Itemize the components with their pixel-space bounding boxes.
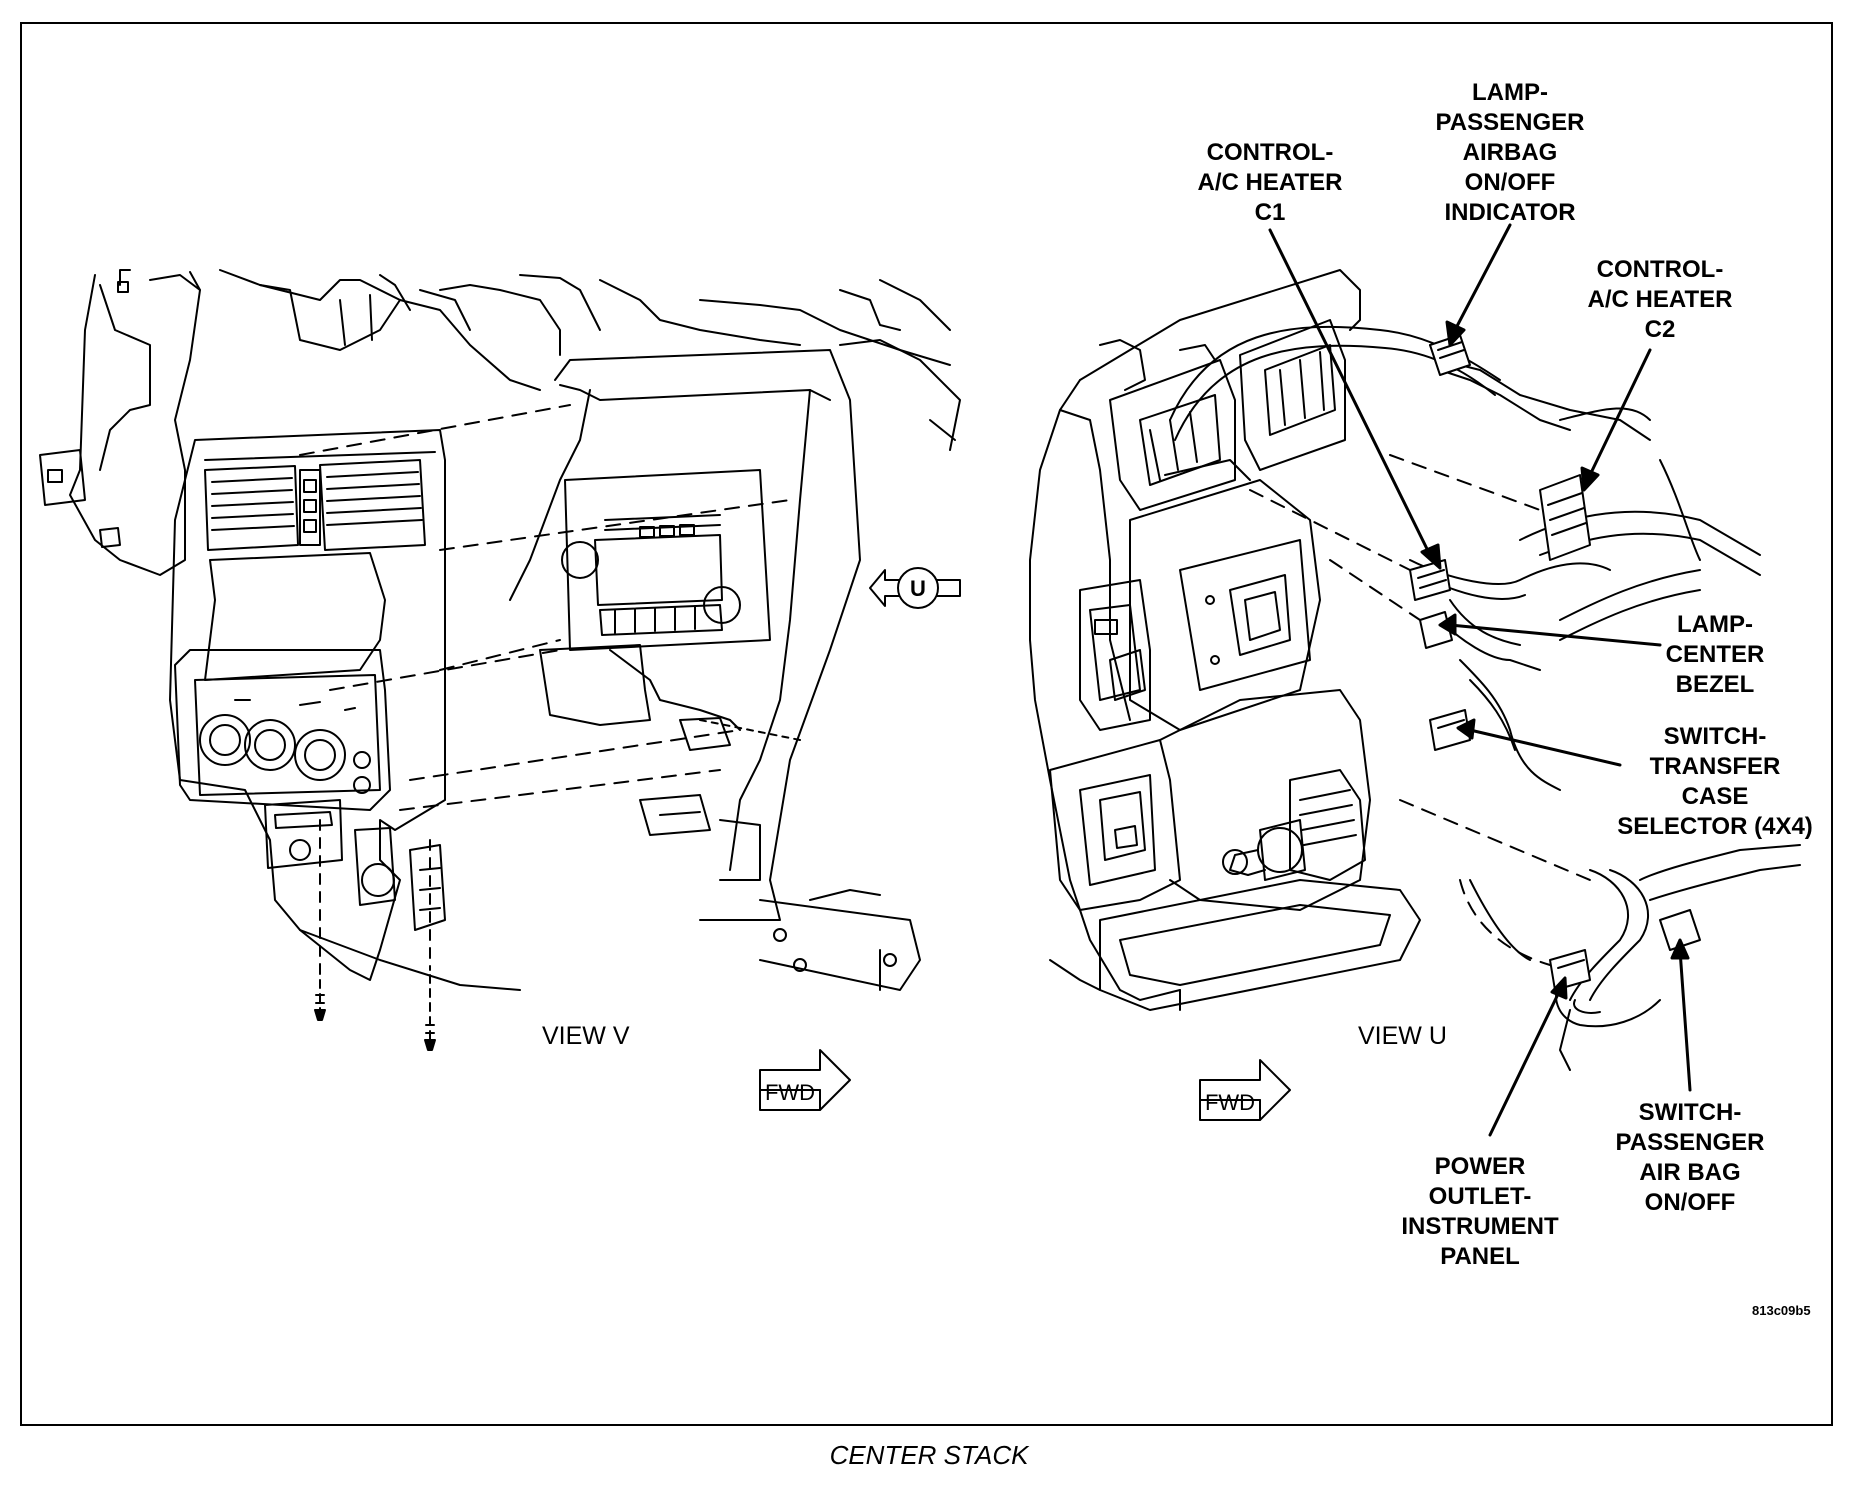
callout-arrows (1268, 223, 1692, 1137)
connector-power-outlet (1549, 949, 1591, 991)
svg-text:FWD: FWD (765, 1080, 815, 1105)
callout-switch-passenger-airbag: SWITCH- PASSENGER AIR BAG ON/OFF (1615, 1099, 1765, 1216)
alignment-lines-view-v (299, 404, 791, 811)
radio-unit (561, 469, 771, 651)
connector-switch-transfer-case (1429, 709, 1471, 751)
connector-control-c1 (1409, 559, 1451, 601)
view-u-label: VIEW U (1358, 1022, 1447, 1050)
svg-text:U: U (910, 576, 926, 601)
air-vent-right (319, 459, 426, 551)
connector-control-c2 (1539, 474, 1591, 561)
vent-housing-rear (1099, 319, 1346, 511)
figure-caption: CENTER STACK (829, 1440, 1029, 1470)
rotary-switch (1222, 819, 1306, 881)
wiring-harness (1169, 325, 1801, 1071)
callout-switch-transfer-case: SWITCH- TRANSFER CASE SELECTOR (4X4) (1617, 723, 1813, 840)
view-v-drawing: U (39, 269, 961, 1051)
callout-lamp-passenger-airbag: LAMP- PASSENGER AIRBAG ON/OFF INDICATOR (1435, 79, 1585, 226)
view-v-label: VIEW V (542, 1022, 630, 1050)
reference-code: 813c09b5 (1752, 1303, 1811, 1318)
connector-switch-passenger-airbag (1659, 909, 1701, 951)
callout-lamp-center-bezel: LAMP- CENTER BEZEL (1665, 611, 1765, 698)
svg-text:FWD: FWD (1205, 1090, 1255, 1115)
callout-control-ac-heater-c1: CONTROL- A/C HEATER C1 (1197, 139, 1343, 226)
view-u-arrow-icon: U (869, 567, 961, 609)
fwd-arrow-icon: FWD (759, 1049, 851, 1111)
callout-power-outlet: POWER OUTLET- INSTRUMENT PANEL (1401, 1153, 1559, 1270)
screw-icon (424, 974, 436, 1051)
alignment-lines-view-u (1249, 454, 1591, 966)
air-vent-left (204, 465, 299, 551)
hvac-control-panel (174, 649, 391, 811)
view-u-drawing (1029, 223, 1801, 1137)
diagram-frame (20, 22, 1833, 1426)
fwd-arrow-icon: FWD (1199, 1059, 1291, 1121)
screw-icon (314, 979, 326, 1021)
callout-control-ac-heater-c2: CONTROL- A/C HEATER C2 (1587, 256, 1733, 343)
